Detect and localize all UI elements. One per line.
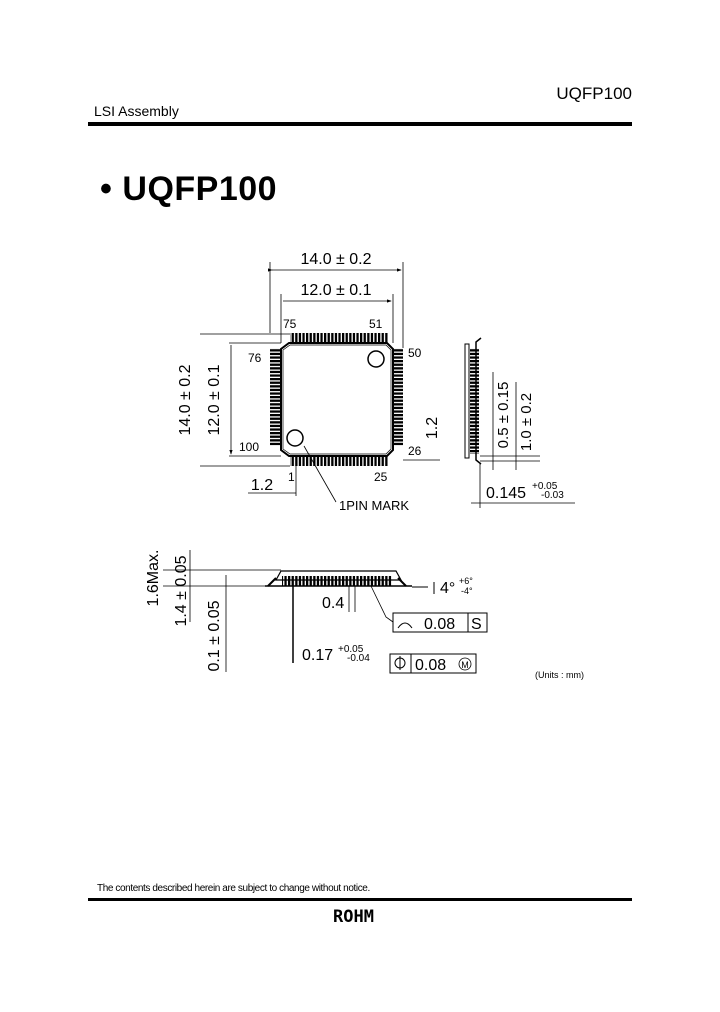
dim-pitch: 0.4 [322,595,344,612]
brand-logo: ROHM [333,907,374,927]
right-side-view: 0.5 ± 0.15 1.0 ± 0.2 0.145 +0.05 -0.03 [464,337,575,508]
units-note: (Units : mm) [535,670,584,680]
dim-lead-width-tol-lower: -0.04 [347,653,370,664]
pin-75-label: 75 [283,317,297,331]
dim-outer-width: 14.0 ± 0.2 [300,251,371,268]
right-leads [393,348,403,446]
pin-mark-label: 1PIN MARK [339,498,409,513]
mold-mark-circle [367,350,385,368]
dim-angle-tol-upper: +6° [459,576,473,586]
dim-body-width: 12.0 ± 0.1 [300,282,371,299]
front-leads [282,576,392,586]
pin-76-label: 76 [248,351,262,365]
dim-standoff: 0.1 ± 0.05 [206,600,223,671]
coplanarity-datum: S [471,616,482,633]
dim-lead-thickness-tol-lower: -0.03 [541,490,564,501]
header-rule [88,122,632,126]
dim-lead-length: 1.0 ± 0.2 [518,393,535,451]
top-view: 14.0 ± 0.2 12.0 ± 0.1 14.0 ± 0.2 12.0 ± … [177,251,441,513]
pin1-mark-circle [286,429,304,447]
top-leads [290,333,388,343]
bottom-leads [290,456,388,466]
pin-51-label: 51 [369,317,383,331]
pin-26-label: 26 [408,444,422,458]
dim-body-thickness: 1.4 ± 0.05 [173,555,190,626]
dim-max-height: 1.6Max. [145,550,162,607]
title-bullet: • [100,170,113,208]
side-leads [470,348,479,454]
package-body [280,342,394,457]
dim-lead-thickness-tol-upper: +0.05 [532,481,558,492]
footer-notice: The contents described herein are subjec… [97,883,370,894]
dim-corner-right: 1.2 [424,417,441,439]
footer-rule [88,898,632,901]
dim-outer-height: 14.0 ± 0.2 [177,364,194,435]
dim-lead-width: 0.17 [302,647,333,664]
dim-lead-foot: 0.5 ± 0.15 [495,382,512,449]
dim-angle-tol-lower: -4° [461,586,473,596]
dim-lead-width-tol-upper: +0.05 [338,644,364,655]
dim-body-height: 12.0 ± 0.1 [206,364,223,435]
coplanarity-frame [392,612,488,633]
bottom-side-view: 1.6Max. 1.4 ± 0.05 0.1 ± 0.05 0.4 0.17 +… [145,550,488,674]
pin-25-label: 25 [374,470,388,484]
left-leads [270,348,280,446]
coplanarity-icon [397,622,413,629]
pin-100-label: 100 [239,440,259,454]
section-label: LSI Assembly [94,103,179,119]
pin-50-label: 50 [408,346,422,360]
part-number-header: UQFP100 [556,84,632,103]
dim-angle: 4° [440,580,455,597]
position-modifier: M [461,660,469,670]
title-text: UQFP100 [122,170,278,208]
page-title: •UQFP100 [100,170,277,209]
position-value: 0.08 [415,657,446,674]
coplanarity-value: 0.08 [424,616,455,633]
pin-1-label: 1 [288,470,295,484]
dim-corner-left: 1.2 [251,477,273,494]
dim-lead-thickness: 0.145 [486,485,526,502]
